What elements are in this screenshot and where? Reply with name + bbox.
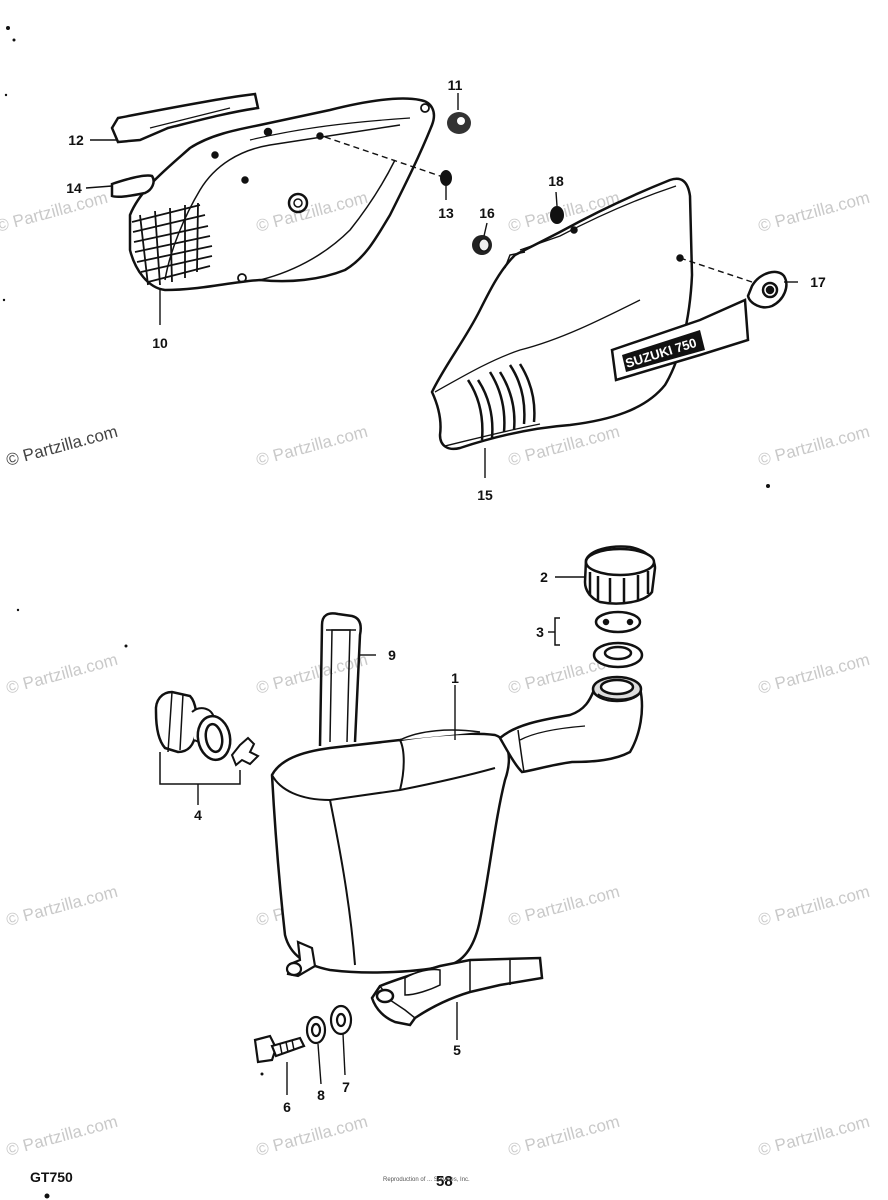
watermark: © Partzilla.com bbox=[254, 650, 370, 698]
page-number: 58 bbox=[436, 1173, 453, 1190]
watermark-dark: © Partzilla.com bbox=[4, 422, 120, 470]
part-11-grommet bbox=[447, 112, 471, 134]
callout-18: 18 bbox=[548, 173, 564, 189]
watermark: © Partzilla.com bbox=[756, 188, 872, 236]
part-14-emblem bbox=[110, 174, 155, 199]
callout-17: 17 bbox=[810, 274, 826, 290]
callout-3: 3 bbox=[536, 624, 544, 640]
callout-9: 9 bbox=[388, 647, 396, 663]
callout-4: 4 bbox=[194, 807, 202, 823]
part-7-washer bbox=[329, 1004, 353, 1036]
watermark: © Partzilla.com bbox=[4, 650, 120, 698]
callout-16: 16 bbox=[479, 205, 495, 221]
watermark: © Partzilla.com bbox=[4, 1112, 120, 1160]
callout-8: 8 bbox=[317, 1087, 325, 1103]
leader-8 bbox=[317, 1043, 322, 1085]
watermark: © Partzilla.com bbox=[254, 188, 370, 236]
callout-15: 15 bbox=[477, 487, 493, 503]
part-5-bracket bbox=[370, 956, 544, 1027]
callout-13: 13 bbox=[438, 205, 454, 221]
part-2-cap bbox=[583, 545, 657, 605]
right-cover-vent-slots bbox=[466, 363, 536, 441]
leader-18 bbox=[555, 191, 558, 207]
part-6-bolt bbox=[253, 1034, 306, 1064]
leader-17-dash bbox=[679, 257, 753, 283]
right-side-cover bbox=[430, 177, 694, 451]
callout-5: 5 bbox=[453, 1042, 461, 1058]
watermark: © Partzilla.com bbox=[254, 1112, 370, 1160]
watermark: © Partzilla.com bbox=[756, 650, 872, 698]
part-9-strap bbox=[318, 612, 362, 747]
model-label: GT750 bbox=[30, 1169, 73, 1185]
watermark: © Partzilla.com bbox=[506, 882, 622, 930]
right-cover-emblem-plate: SUZUKI 750 bbox=[610, 298, 750, 382]
part-16-grommet bbox=[472, 235, 492, 255]
watermark: © Partzilla.com bbox=[0, 188, 110, 236]
callout-10: 10 bbox=[152, 335, 168, 351]
callout-14: 14 bbox=[66, 180, 82, 196]
callout-numbers: 11 12 14 13 10 18 16 17 15 2 3 9 1 4 5 6… bbox=[66, 77, 826, 1115]
watermark: © Partzilla.com bbox=[506, 1112, 622, 1160]
oil-tank bbox=[270, 729, 511, 974]
part-8-washer bbox=[305, 1015, 327, 1045]
leader-13-dash bbox=[324, 136, 447, 179]
part-4-fitting bbox=[154, 690, 260, 785]
left-side-cover bbox=[128, 97, 436, 292]
oil-tank-filler-neck bbox=[498, 675, 644, 774]
part-18-nut bbox=[550, 206, 564, 224]
watermark: © Partzilla.com bbox=[254, 422, 370, 470]
watermark: © Partzilla.com bbox=[756, 422, 872, 470]
leader-lines bbox=[85, 93, 798, 1095]
part-3-gaskets bbox=[554, 610, 644, 669]
leader-14 bbox=[85, 185, 113, 189]
oil-tank-outlet bbox=[285, 940, 317, 978]
watermark: © Partzilla.com bbox=[506, 422, 622, 470]
callout-1: 1 bbox=[451, 670, 459, 686]
callout-6: 6 bbox=[283, 1099, 291, 1115]
watermark: © Partzilla.com bbox=[756, 882, 872, 930]
callout-11: 11 bbox=[448, 77, 463, 93]
callout-2: 2 bbox=[540, 569, 548, 585]
part-12-strip bbox=[110, 92, 260, 144]
callout-7: 7 bbox=[342, 1079, 350, 1095]
leader-7 bbox=[342, 1033, 346, 1076]
leader-16 bbox=[483, 222, 488, 237]
left-cover-vent-grille bbox=[131, 202, 213, 286]
part-17-badge bbox=[746, 270, 788, 309]
scan-specks bbox=[2, 26, 770, 1199]
watermark: © Partzilla.com bbox=[4, 882, 120, 930]
callout-12: 12 bbox=[68, 132, 84, 148]
footer-note: Reproduction of ... Services, Inc. bbox=[383, 1177, 470, 1183]
watermark: © Partzilla.com bbox=[756, 1112, 872, 1160]
part-13-nut bbox=[440, 170, 452, 186]
